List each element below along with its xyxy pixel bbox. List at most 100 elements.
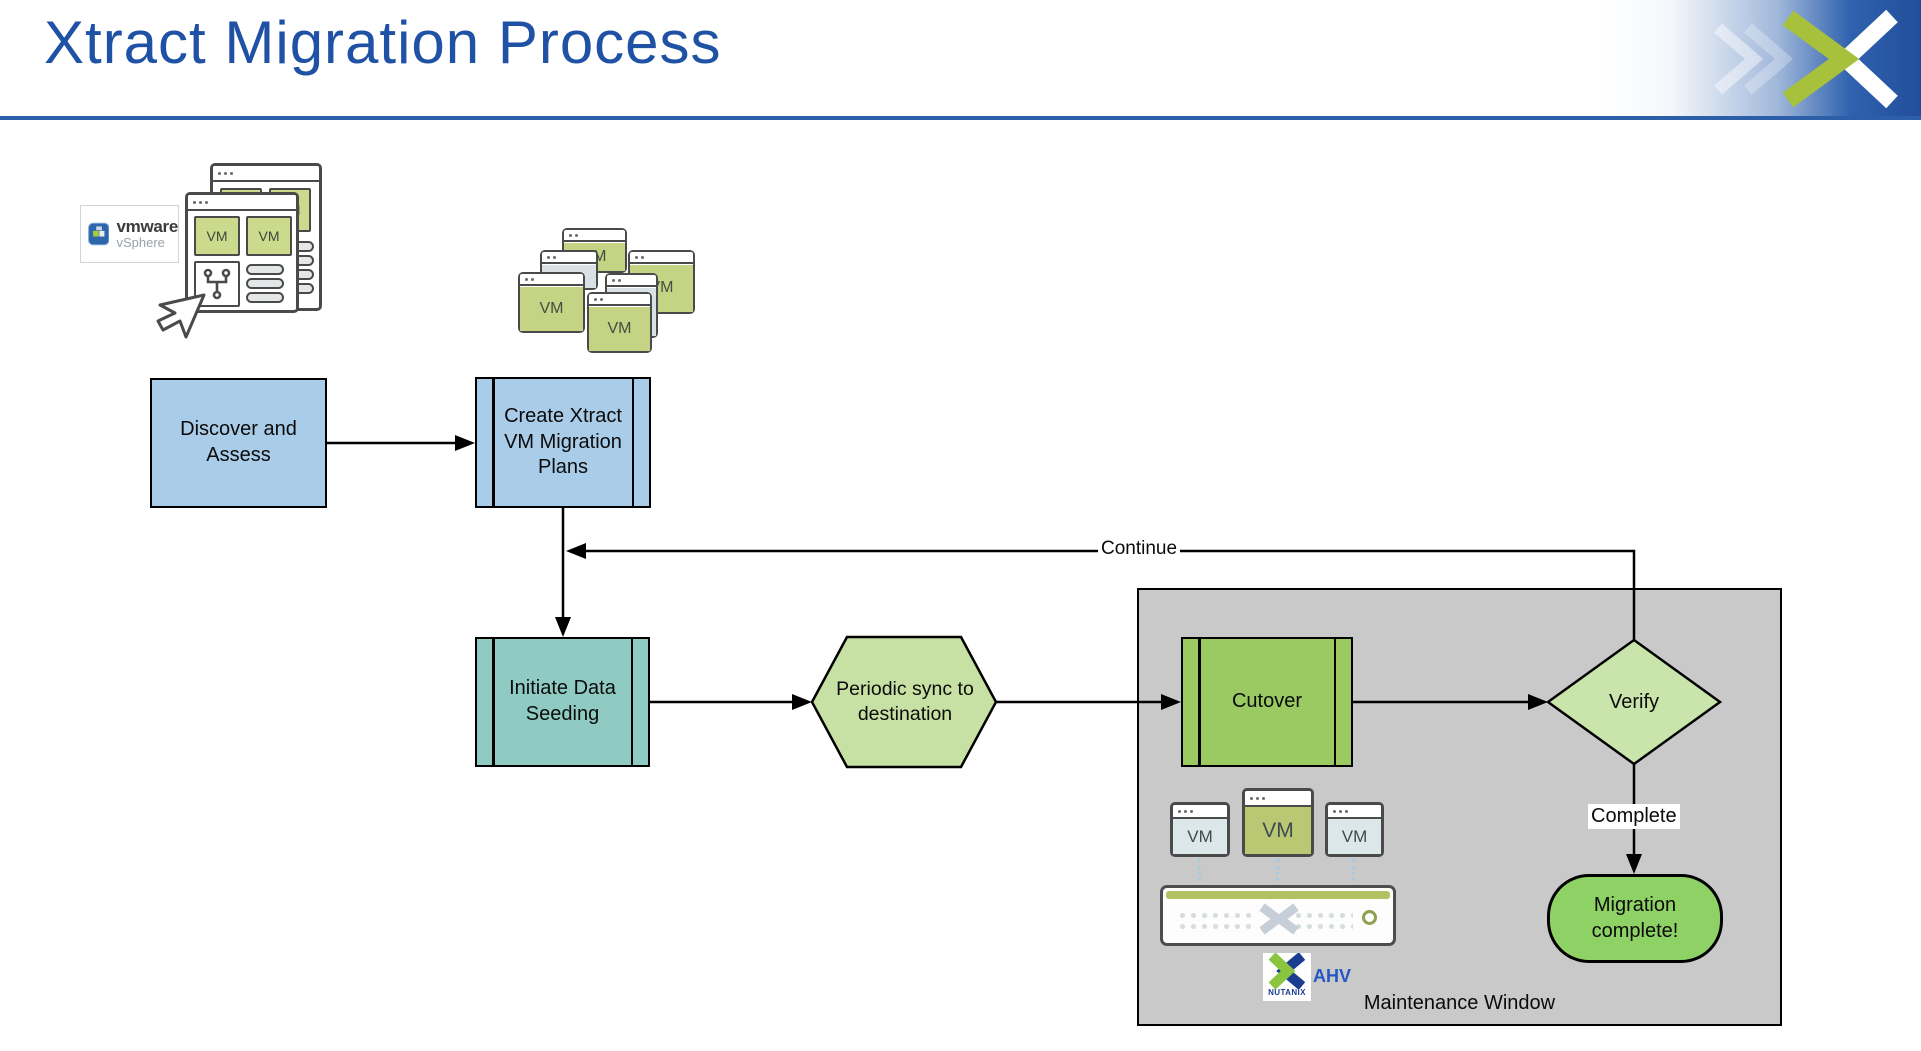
- disk: [246, 278, 284, 289]
- disk-stack-icon: [246, 261, 284, 303]
- target-vm-window-active: VM: [1242, 788, 1314, 857]
- window-dot: [1178, 809, 1181, 813]
- subprocess-bar: [1198, 639, 1201, 765]
- window-dot: [1190, 809, 1193, 813]
- disk: [246, 264, 284, 275]
- vm-appliance-link: [1352, 859, 1355, 881]
- window-dot: [531, 277, 534, 281]
- window-dot: [1256, 796, 1259, 800]
- subprocess-bar: [1333, 639, 1336, 765]
- window-titlebar: [542, 252, 596, 264]
- window-titlebar: [630, 252, 693, 264]
- vsphere-icon: [88, 222, 110, 246]
- vsphere-window-front: VM VM: [185, 192, 299, 313]
- node-periodic-sync: Periodic sync to destination: [822, 637, 988, 767]
- window-dot: [618, 278, 621, 282]
- node-label: Cutover: [1231, 690, 1303, 713]
- edge-label-complete: Complete: [1588, 804, 1680, 829]
- window-titlebar: [607, 275, 656, 287]
- window-titlebar: [213, 166, 319, 182]
- subprocess-bar: [630, 639, 633, 765]
- node-label: Migration complete!: [1591, 893, 1679, 942]
- window-titlebar: [589, 294, 650, 306]
- window-dot: [224, 171, 227, 175]
- node-initiate-data-seeding: Initiate Data Seeding: [475, 637, 650, 767]
- window-dot: [594, 297, 597, 301]
- node-discover-and-assess: Discover and Assess: [150, 378, 327, 508]
- target-vm-body: VM: [1328, 819, 1381, 854]
- edge-label-continue: Continue: [1098, 537, 1181, 561]
- nutanix-wordmark: NUTANIX: [1268, 988, 1306, 997]
- vsphere-logo-card: vmware vSphere: [80, 205, 179, 263]
- subprocess-bar: [492, 639, 495, 765]
- disk: [246, 292, 284, 303]
- window-dot: [641, 255, 644, 259]
- page-title: Xtract Migration Process: [44, 9, 722, 76]
- nutanix-appliance: [1160, 885, 1396, 946]
- window-dot: [205, 200, 208, 204]
- window-titlebar: [1245, 791, 1311, 807]
- window-dot: [1345, 809, 1348, 813]
- cluster-window-body: VM: [589, 306, 650, 351]
- window-dot: [230, 171, 233, 175]
- appliance-top-strip: [1166, 891, 1390, 899]
- window-dot: [547, 255, 550, 259]
- vm-label: VM: [539, 299, 564, 317]
- cursor-pointer-icon: [156, 293, 206, 339]
- vm-appliance-link: [1198, 859, 1201, 881]
- appliance-vents: [1291, 909, 1353, 929]
- vm-tile: VM: [194, 216, 240, 256]
- vm-label: VM: [1262, 819, 1294, 842]
- window-dot: [635, 255, 638, 259]
- window-titlebar: [1328, 805, 1381, 819]
- window-dot: [1184, 809, 1187, 813]
- cluster-window: VM: [518, 272, 585, 333]
- vm-label: VM: [1187, 826, 1213, 846]
- node-label: Initiate Data Seeding: [509, 677, 616, 725]
- vm-tile-label: VM: [258, 228, 280, 244]
- nutanix-x-icon: [1268, 953, 1306, 989]
- node-label: Verify: [1608, 690, 1660, 713]
- window-dot: [612, 278, 615, 282]
- node-label: Create Xtract VM Migration Plans: [504, 405, 622, 479]
- window-dot: [1262, 796, 1265, 800]
- cluster-window: VM: [587, 292, 652, 353]
- window-dot: [569, 233, 572, 237]
- window-dot: [553, 255, 556, 259]
- header-gradient: [1601, 0, 1921, 120]
- node-label: Discover and Assess: [180, 418, 297, 466]
- target-vm-window: VM: [1325, 802, 1384, 857]
- nutanix-logo-badge: NUTANIX: [1263, 953, 1311, 1001]
- window-dot: [1333, 809, 1336, 813]
- vmware-wordmark: vmware: [116, 217, 178, 237]
- node-label: Periodic sync to destination: [836, 677, 974, 725]
- node-migration-complete: Migration complete!: [1547, 874, 1723, 963]
- window-titlebar: [520, 274, 583, 286]
- vm-tile: VM: [246, 216, 292, 256]
- vsphere-product-label: vSphere: [116, 235, 165, 251]
- window-dot: [600, 297, 603, 301]
- window-titlebar: [564, 230, 625, 242]
- window-dot: [193, 200, 196, 204]
- subprocess-bar: [492, 379, 495, 506]
- node-create-migration-plans: Create Xtract VM Migration Plans: [475, 377, 651, 508]
- xtract-x-logo: [1714, 9, 1898, 109]
- maintenance-window-label: Maintenance Window: [1363, 992, 1556, 1014]
- node-cutover: Cutover: [1181, 637, 1353, 767]
- window-dot: [218, 171, 221, 175]
- node-verify: Verify: [1556, 640, 1712, 764]
- vm-label: VM: [1341, 826, 1368, 846]
- vm-label: VM: [607, 319, 632, 337]
- header-divider: [0, 116, 1921, 120]
- window-titlebar: [188, 195, 296, 211]
- window-dot: [525, 277, 528, 281]
- appliance-vents: [1175, 909, 1257, 929]
- window-titlebar: [1173, 805, 1227, 819]
- appliance-x-icon: [1259, 903, 1299, 935]
- window-dot: [1339, 809, 1342, 813]
- window-dot: [1250, 796, 1253, 800]
- window-dot: [575, 233, 578, 237]
- cluster-window-body: VM: [520, 286, 583, 331]
- target-vm-body: VM: [1245, 808, 1311, 854]
